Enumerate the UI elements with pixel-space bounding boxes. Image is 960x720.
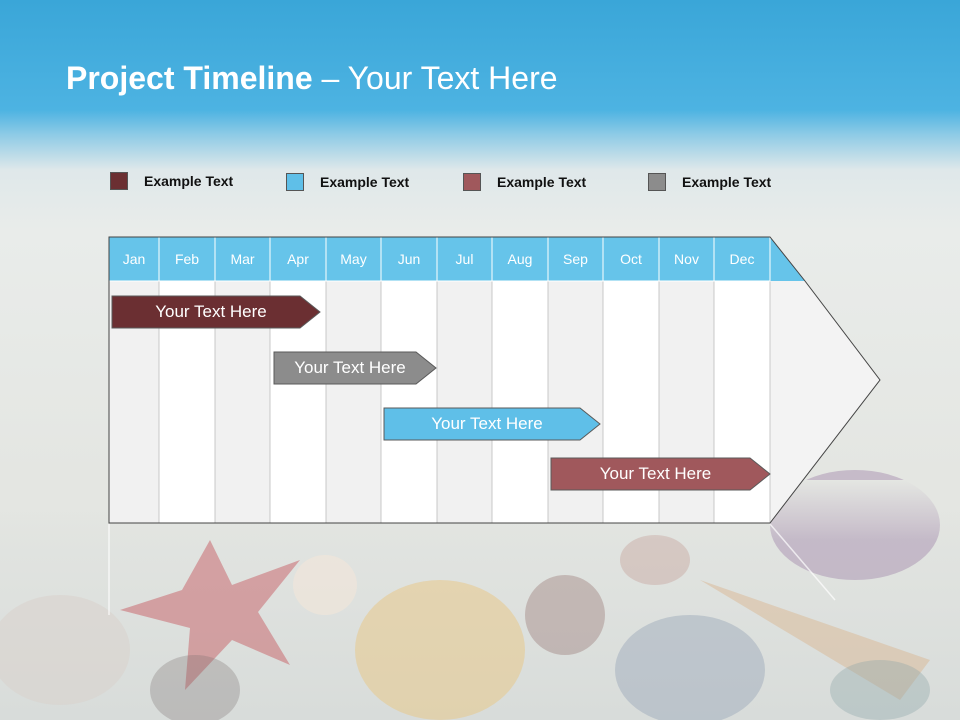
legend-swatch (463, 173, 481, 191)
month-header-cell (658, 236, 715, 282)
legend-label: Example Text (682, 174, 772, 190)
month-label-jul: Jul (455, 251, 474, 267)
month-column (436, 280, 493, 524)
month-label-apr: Apr (287, 251, 309, 267)
slide-title: Project Timeline – Your Text Here (66, 60, 558, 97)
month-header-cell (491, 236, 549, 282)
month-header-cell (325, 236, 382, 282)
month-label-may: May (340, 251, 367, 267)
month-label-aug: Aug (507, 251, 533, 267)
legend-item: Example Text (110, 170, 233, 192)
task-bar (111, 295, 321, 329)
legend-label: Example Text (144, 173, 234, 189)
task-bar-label: Your Text Here (599, 464, 712, 483)
task-bar-label: Your Text Here (155, 302, 267, 321)
task-bar (383, 407, 601, 441)
month-column (325, 280, 382, 524)
month-label-oct: Oct (620, 251, 642, 267)
month-header-cell (602, 236, 660, 282)
month-header-cell (713, 236, 771, 282)
legend-swatch (648, 173, 666, 191)
legend-item: Example Text (286, 171, 409, 193)
month-label-jun: Jun (397, 251, 421, 267)
title-bold: Project Timeline (66, 60, 313, 96)
month-label-mar: Mar (230, 251, 255, 267)
month-column (380, 280, 438, 524)
month-column (491, 280, 549, 524)
legend-label: Example Text (320, 174, 410, 190)
month-header-cell (214, 236, 271, 282)
legend-swatch (286, 173, 304, 191)
legend-label: Example Text (497, 174, 587, 190)
legend-item: Example Text (648, 171, 771, 193)
month-header-cell (380, 236, 438, 282)
month-label-jan: Jan (122, 251, 146, 267)
month-header-cell (269, 236, 327, 282)
legend-item: Example Text (463, 171, 586, 193)
timeline-outline (108, 236, 881, 524)
task-bar (273, 351, 437, 385)
month-label-nov: Nov (674, 251, 699, 267)
task-bar-label: Your Text Here (294, 358, 406, 377)
month-label-feb: Feb (174, 251, 200, 267)
month-label-dec: Dec (729, 251, 755, 267)
month-header-cell (158, 236, 216, 282)
task-bar-label: Your Text Here (431, 414, 543, 433)
legend-swatch (110, 172, 128, 190)
arrow-head-fill (770, 237, 880, 523)
month-label-sep: Sep (563, 251, 588, 267)
task-bar (550, 457, 771, 491)
title-rest: – Your Text Here (312, 60, 558, 96)
